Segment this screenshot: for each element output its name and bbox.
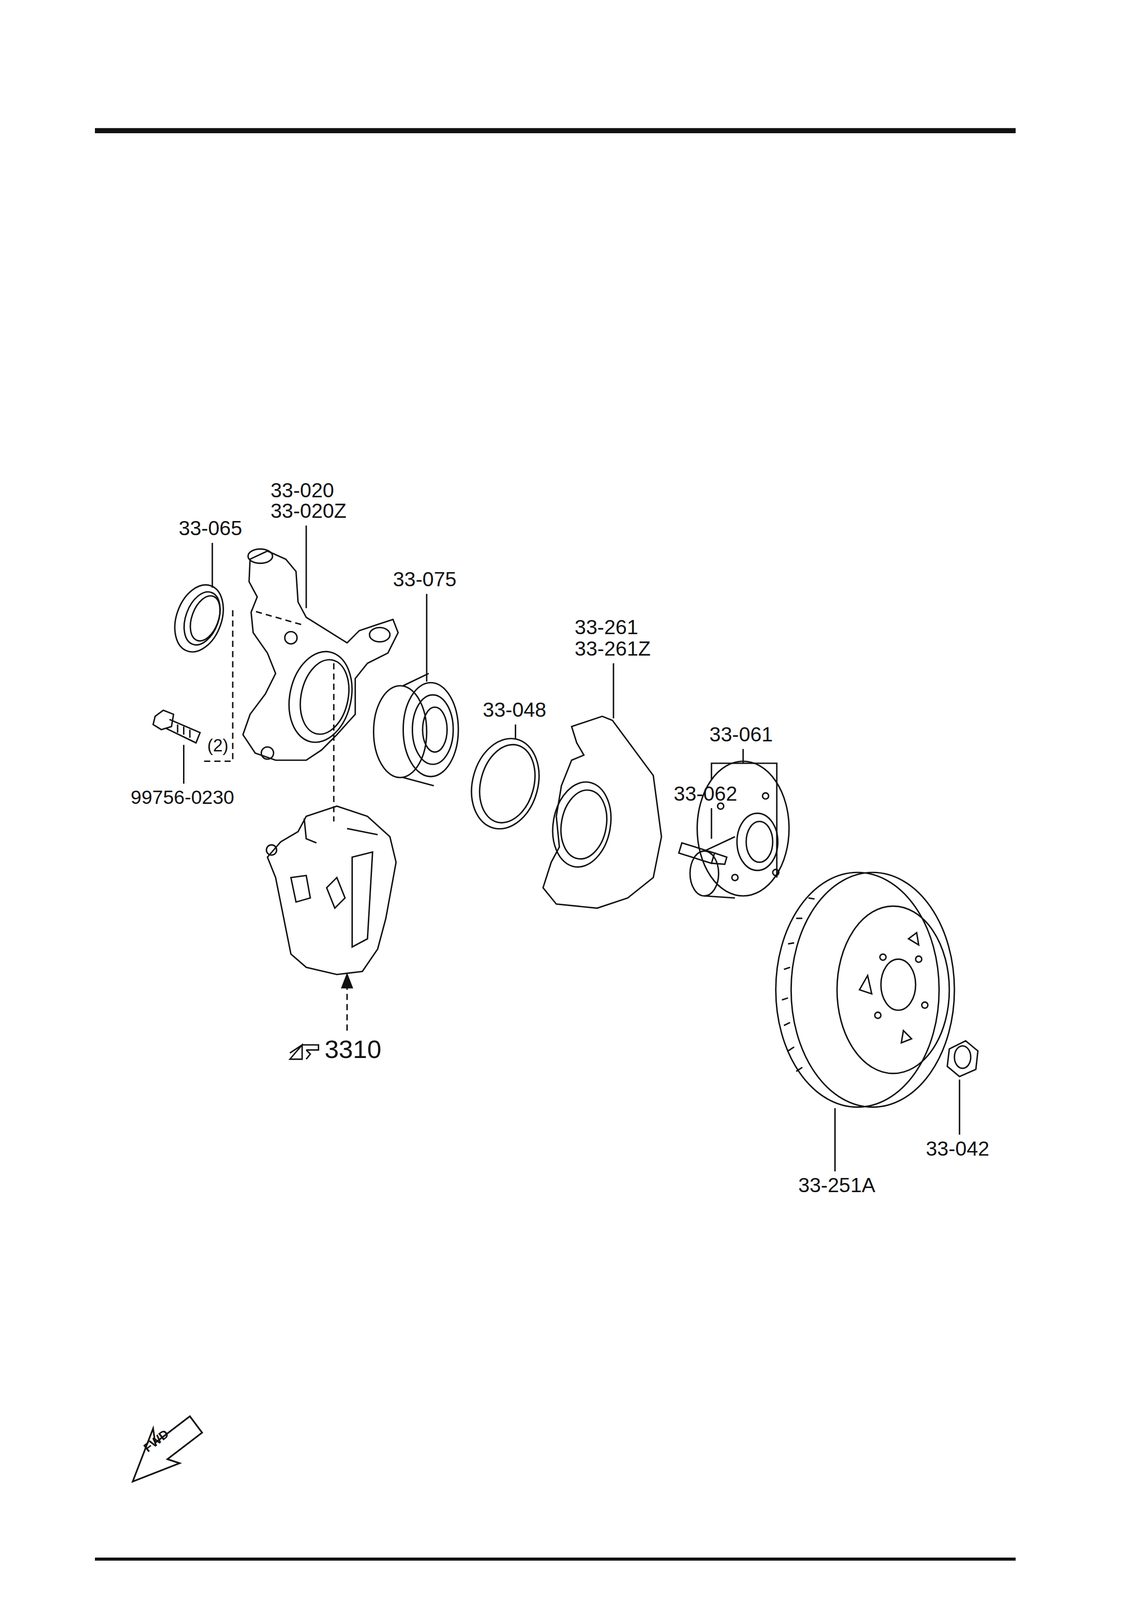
callout-number: 33-048 bbox=[482, 700, 547, 721]
callout-number: (2) bbox=[207, 737, 229, 755]
callout-number: 33-020 bbox=[270, 480, 335, 502]
direction-label: FWD bbox=[141, 1428, 172, 1456]
callout-number: 33-261Z bbox=[574, 638, 651, 660]
callout-number: 3310 bbox=[324, 1036, 382, 1063]
callout-number: 33-061 bbox=[709, 724, 773, 746]
callout-number: 33-065 bbox=[178, 518, 242, 540]
callout-number: 33-251A bbox=[798, 1175, 876, 1197]
callout-number: 33-261 bbox=[574, 617, 639, 639]
callout-number: 33-042 bbox=[926, 1139, 990, 1160]
callout-number: 99756-0230 bbox=[130, 788, 235, 808]
callout-number: 33-020Z bbox=[270, 501, 347, 522]
callout-number: 33-062 bbox=[673, 784, 738, 805]
callout-number: 33-075 bbox=[392, 569, 457, 591]
